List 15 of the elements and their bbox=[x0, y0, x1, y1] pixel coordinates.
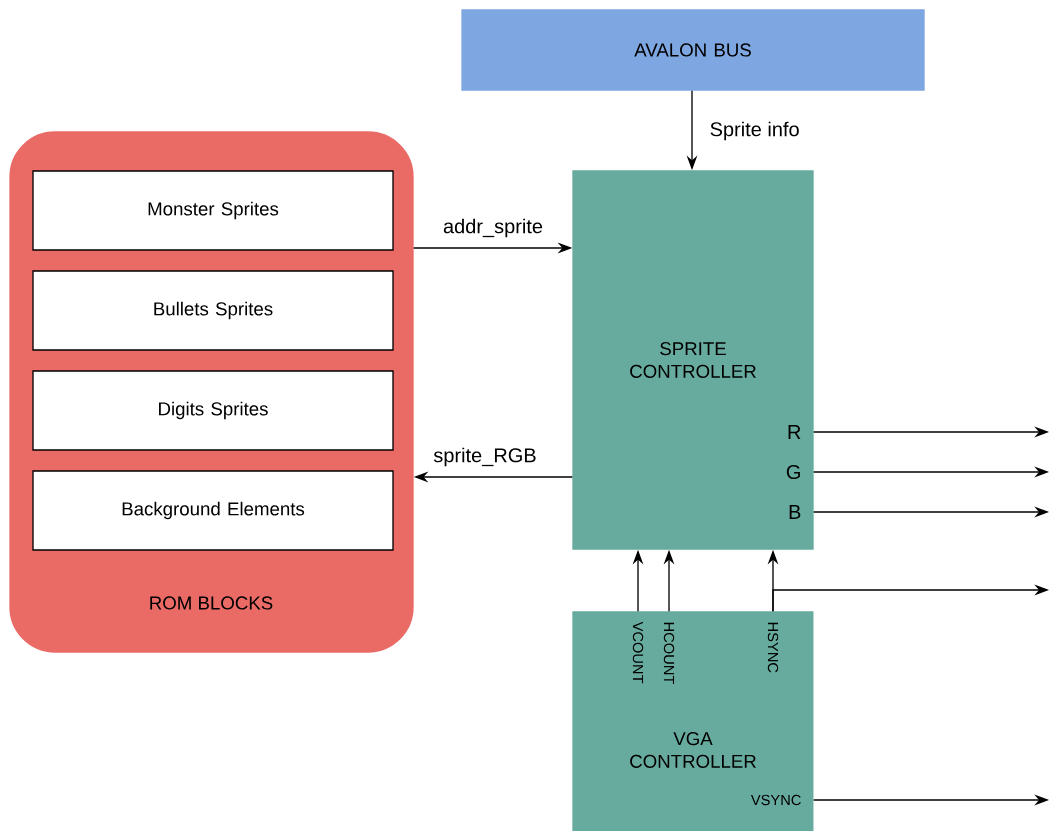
edge-label: Sprite info bbox=[710, 121, 799, 141]
edge-label: B bbox=[789, 505, 801, 519]
memory-box: Digits Sprites bbox=[32, 370, 394, 451]
edge-label: HSYNC bbox=[767, 622, 779, 673]
memory-box: Monster Sprites bbox=[32, 170, 394, 251]
edge-label: VSYNC bbox=[750, 794, 801, 806]
edge-label: G bbox=[786, 464, 800, 480]
edge-label: VCOUNT bbox=[632, 621, 644, 684]
bus-box: AVALON BUS bbox=[461, 9, 925, 91]
edge-label: sprite_RGB bbox=[433, 447, 536, 467]
edge-label: HCOUNT bbox=[663, 622, 675, 684]
edge-label: addr_sprite bbox=[443, 218, 543, 238]
memory-box: Background Elements bbox=[32, 470, 394, 551]
edge-label: R bbox=[788, 425, 801, 439]
memory-box: Bullets Sprites bbox=[32, 270, 394, 351]
